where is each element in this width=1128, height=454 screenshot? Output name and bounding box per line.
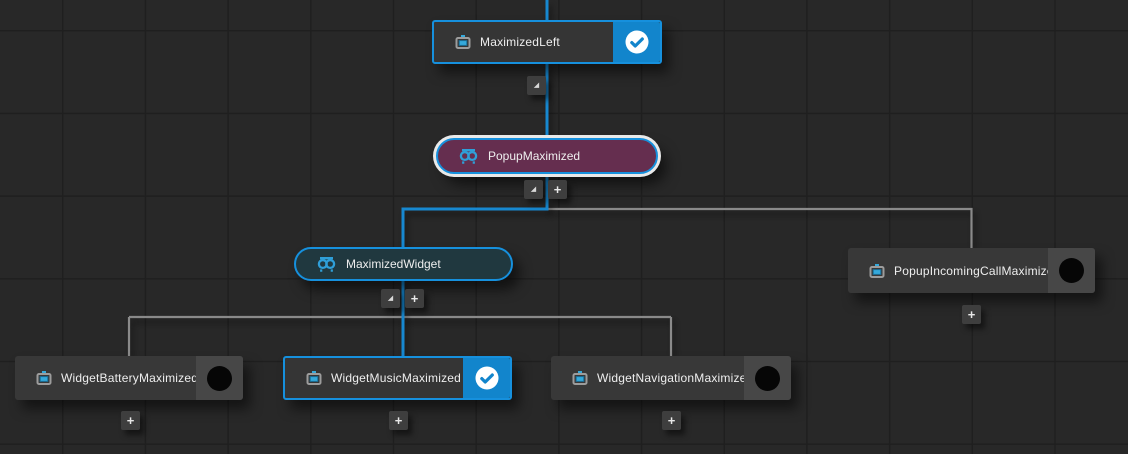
add-child-state-button[interactable]: + [405, 289, 424, 308]
node-label: MaximizedWidget [346, 257, 441, 271]
node-label: WidgetNavigationMaximized [597, 371, 744, 385]
collapse-children-button[interactable]: ◢ [381, 289, 400, 308]
node-widget-music-maximized[interactable]: WidgetMusicMaximized [283, 356, 512, 400]
collapse-children-button[interactable]: ◢ [527, 76, 546, 95]
node-widget-navigation-maximized[interactable]: WidgetNavigationMaximized [551, 356, 791, 400]
node-body: WidgetMusicMaximized [285, 370, 463, 386]
plus-icon: + [126, 412, 135, 428]
node-popup-incoming-call-maximized[interactable]: PopupIncomingCallMaximized [848, 248, 1095, 293]
node-body: WidgetNavigationMaximized [551, 370, 744, 386]
add-child-state-button[interactable]: + [962, 305, 981, 324]
add-child-state-button[interactable]: + [389, 411, 408, 430]
collapse-triangle-icon: ◢ [387, 295, 394, 302]
screen-icon [455, 34, 471, 50]
record-dot-icon [207, 365, 232, 391]
goggles-icon [458, 148, 479, 165]
node-body: WidgetBatteryMaximized [15, 370, 196, 386]
plus-icon: + [967, 306, 976, 322]
record-dot-icon [1059, 258, 1084, 283]
plus-icon: + [394, 412, 403, 428]
status-cap-unchecked[interactable] [1048, 248, 1095, 293]
status-cap-unchecked[interactable] [744, 356, 791, 400]
node-maximized-left[interactable]: MaximizedLeft [432, 20, 662, 64]
wire-popup-to-maximizedwidget [401, 172, 549, 249]
collapse-children-button[interactable]: ◢ [524, 180, 543, 199]
node-label: PopupIncomingCallMaximized [894, 263, 1048, 278]
status-cap-checked[interactable] [613, 22, 660, 62]
check-circle-icon [474, 365, 500, 391]
node-popup-maximized[interactable]: PopupMaximized [436, 138, 658, 174]
screen-icon [572, 370, 588, 386]
node-label: PopupMaximized [488, 149, 581, 163]
status-cap-checked[interactable] [463, 358, 510, 398]
record-dot-icon [755, 365, 780, 391]
add-child-state-button[interactable]: + [121, 411, 140, 430]
plus-icon: + [553, 181, 562, 197]
collapse-triangle-icon: ◢ [530, 186, 537, 193]
screen-icon [869, 263, 885, 279]
goggles-icon [316, 256, 337, 273]
node-label: WidgetBatteryMaximized [61, 371, 196, 385]
node-maximized-widget[interactable]: MaximizedWidget [294, 247, 513, 281]
check-circle-icon [624, 29, 650, 55]
wire-popup-to-incomingcall [547, 207, 973, 248]
add-child-state-button[interactable]: + [548, 180, 567, 199]
node-label: WidgetMusicMaximized [331, 371, 462, 385]
status-cap-unchecked[interactable] [196, 356, 243, 400]
screen-icon [306, 370, 322, 386]
add-child-state-button[interactable]: + [662, 411, 681, 430]
node-body: MaximizedLeft [434, 34, 613, 50]
node-body: PopupIncomingCallMaximized [848, 263, 1048, 279]
plus-icon: + [410, 290, 419, 306]
node-widget-battery-maximized[interactable]: WidgetBatteryMaximized [15, 356, 243, 400]
node-label: MaximizedLeft [480, 35, 560, 49]
screen-icon [36, 370, 52, 386]
plus-icon: + [667, 412, 676, 428]
collapse-triangle-icon: ◢ [533, 82, 540, 89]
